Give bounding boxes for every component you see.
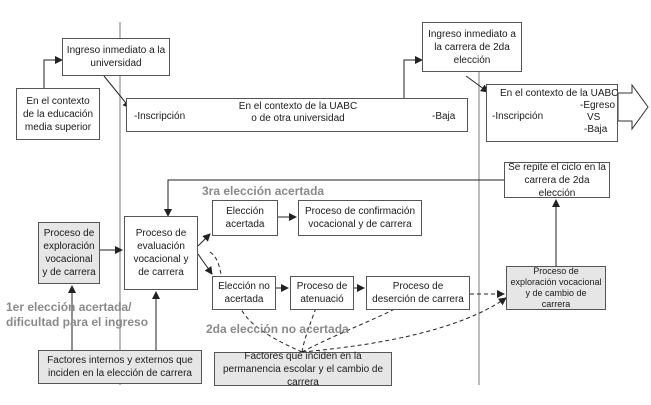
ingreso-2da-box: Ingreso inmediato a la carrera de 2da el… — [422, 22, 522, 72]
arrow-ingreso2-to-uabc2 — [465, 75, 489, 93]
baja1-text: -Baja — [432, 111, 456, 122]
contexto-uabc2-text: En el contexto de la UABC — [500, 88, 619, 99]
eleccion-no-acertada-text: Elección no acertada — [218, 281, 270, 305]
ciclo-text: Se repite el ciclo en la carrera de 2da … — [508, 161, 606, 199]
confirmacion-text: Proceso de confirmación vocacional y de … — [304, 206, 416, 230]
exploracion-cambio-box: Proceso de exploración vocacional y de c… — [506, 266, 606, 310]
desercion-box: Proceso de deserción de carrera — [366, 276, 470, 310]
desercion-text: Proceso de deserción de carrera — [372, 281, 464, 305]
evaluacion-text: Proceso de evaluación vocacional y de ca… — [133, 228, 189, 278]
inscripcion1-text: -Inscripción — [134, 111, 186, 122]
eleccion-acertada-text: Elección acertada — [225, 206, 265, 230]
egreso-text: -Egreso — [580, 100, 616, 111]
contexto-uabc1-text: En el contexto de la UABC o de otra univ… — [238, 101, 358, 124]
confirmacion-box: Proceso de confirmación vocacional y de … — [298, 200, 422, 236]
arrow-evaluacion-to-acertada — [197, 233, 211, 247]
hollow-arrow — [617, 83, 649, 131]
exploracion-box: Proceso de exploración vocacional y de c… — [38, 222, 100, 284]
arrow-ciclo-to-evaluacion — [164, 179, 504, 217]
exploracion-cambio-text: Proceso de exploración vocacional y de c… — [510, 266, 602, 309]
dashed-factor-to-exploracion-cambio — [301, 297, 507, 353]
arrow-uabc-to-ingreso2 — [403, 56, 423, 98]
factores-permanencia-box: Factores que inciden en la permanencia e… — [214, 350, 392, 388]
contexto-uabc1-box — [126, 98, 468, 132]
heading-primera: 1er elección acertada/ dificultad para e… — [6, 300, 149, 329]
arrow-media-to-ingreso — [43, 56, 63, 88]
heading-tercera: 3ra elección acertada — [202, 184, 325, 198]
vs-text: VS — [587, 112, 601, 123]
inscripcion2-text: -Inscripción — [492, 111, 544, 122]
contexto-media-box: En el contexto de la educación media sup… — [16, 88, 100, 140]
ingreso-2da-text: Ingreso inmediato a la carrera de 2da el… — [428, 28, 516, 66]
baja2-text: -Baja — [584, 124, 608, 135]
eleccion-acertada-box: Elección acertada — [212, 200, 278, 236]
evaluacion-box: Proceso de evaluación vocacional y de ca… — [124, 216, 198, 290]
atenuacion-text: Proceso de atenuació — [296, 281, 348, 305]
contexto-uabc2-box — [486, 84, 618, 142]
factores-permanencia-text: Factores que inciden en la permanencia e… — [222, 350, 384, 388]
dashed-factor-to-no-acertada — [236, 301, 303, 353]
arrow-ingreso-to-uabc — [103, 75, 131, 109]
contexto-media-text: En el contexto de la educación media sup… — [22, 95, 94, 133]
factores-eleccion-box: Factores internos y externos que inciden… — [38, 350, 202, 384]
factores-eleccion-text: Factores internos y externos que inciden… — [47, 355, 193, 379]
ciclo-box: Se repite el ciclo en la carrera de 2da … — [504, 161, 610, 199]
ingreso-universidad-box: Ingreso inmediato a la universidad — [62, 38, 170, 76]
arrow-evaluacion-to-no-acertada — [197, 253, 213, 275]
exploracion-text: Proceso de exploración vocacional y de c… — [42, 228, 96, 278]
heading-segunda: 2da elección no acertada — [206, 322, 349, 336]
ingreso-universidad-text: Ingreso inmediato a la universidad — [66, 45, 166, 69]
atenuacion-box: Proceso de atenuació — [290, 276, 354, 310]
eleccion-no-acertada-box: Elección no acertada — [212, 276, 276, 310]
